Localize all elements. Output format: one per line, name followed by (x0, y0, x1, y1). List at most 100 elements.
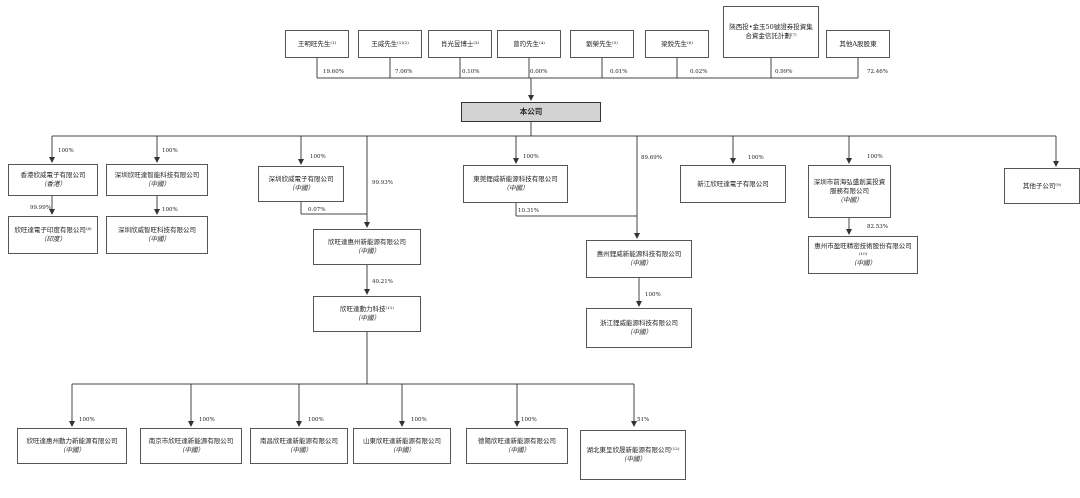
subsidiary-box: 深圳欣威電子有限公司（中國） (258, 166, 344, 202)
shareholder-box: 王威先生⁽¹⁾⁽²⁾ (358, 30, 422, 58)
subsidiary-location: （中國） (850, 259, 876, 268)
subsidiary-location: （印度） (40, 235, 66, 243)
shareholder-name: 肖光昱博士⁽³⁾ (440, 39, 480, 48)
subsidiary-location: （香港） (40, 180, 66, 188)
ownership-pct: 89.69% (641, 155, 662, 161)
shareholding-pct: 19.60% (323, 69, 344, 75)
ownership-pct: 100% (748, 155, 764, 161)
subsidiary-location: （中國） (178, 446, 204, 454)
subsidiary-name: 新江欣旺達電子有限公司 (697, 179, 769, 188)
subsidiary-box: 新江欣旺達電子有限公司 (680, 165, 786, 203)
subsidiary-name: 南昌欣旺達新能源有限公司 (260, 437, 338, 446)
subsidiary-box: 湖北東呈欣晟新能源有限公司⁽¹²⁾（中國） (580, 430, 686, 480)
subsidiary-name: 欣旺達惠州動力新能源有限公司 (26, 437, 118, 446)
subsidiary-box: 深圳欣威智旺科技有限公司（中國） (106, 216, 208, 254)
subsidiary-box: 其他子公司⁽⁹⁾ (1004, 168, 1080, 204)
subsidiary-name: 其他子公司⁽⁹⁾ (1022, 181, 1062, 190)
subsidiary-location: （中國） (626, 259, 652, 267)
subsidiary-name: 深圳市前海弘盛創業投資服務有限公司 (813, 178, 886, 196)
subsidiary-name: 山東欣旺達新能源有限公司 (363, 437, 441, 446)
subsidiary-name: 惠州鋰威新能源科技有限公司 (596, 250, 682, 259)
subsidiary-location: （中國） (502, 184, 529, 192)
subsidiary-box: 南京市欣旺達新能源有限公司（中國） (140, 428, 242, 464)
shareholder-box: 劉榮先生⁽⁵⁾ (570, 30, 634, 58)
subsidiary-location: （中國） (389, 446, 415, 454)
subsidiary-box: 東莞鋰威新能源科技有限公司（中國） (463, 165, 568, 203)
subsidiary-location: （中國） (59, 446, 85, 454)
subsidiary-name: 深圳欣威電子有限公司 (268, 175, 334, 184)
ownership-pct: 100% (411, 417, 427, 423)
subsidiary-name: 深圳欣旺達智能科技有限公司 (114, 171, 200, 180)
shareholder-name: 陝西投•金玉50號證券投資集合資金信託計劃⁽⁷⁾ (729, 23, 813, 40)
subsidiary-name: 惠州市盈旺精密技術股份有限公司⁽¹⁰⁾ (814, 241, 912, 259)
subsidiary-box: 深圳欣旺達智能科技有限公司（中國） (106, 164, 208, 196)
ownership-pct: 40.21% (372, 279, 393, 285)
ownership-pct: 0.07% (308, 207, 326, 213)
subsidiary-box: 欣旺達動力科技⁽¹¹⁾（中國） (313, 296, 421, 332)
ownership-pct: 100% (162, 207, 178, 213)
ownership-pct: 100% (867, 154, 883, 160)
subsidiary-box: 香港欣威電子有限公司（香港） (8, 164, 98, 196)
subsidiary-box: 惠州鋰威新能源科技有限公司（中國） (586, 240, 692, 278)
company-box: 本公司 (461, 102, 601, 122)
ownership-pct: 100% (162, 148, 178, 154)
shareholder-name: 王明旺先生⁽¹⁾ (297, 39, 337, 48)
subsidiary-name: 德陽欣旺達新能源有限公司 (478, 437, 556, 446)
subsidiary-name: 欣旺達動力科技⁽¹¹⁾ (340, 305, 394, 314)
subsidiary-name: 湖北東呈欣晟新能源有限公司⁽¹²⁾ (586, 446, 680, 455)
subsidiary-name: 深圳欣威智旺科技有限公司 (118, 226, 196, 235)
ownership-pct: 99.93% (372, 180, 393, 186)
shareholding-pct: 0.99% (775, 69, 793, 75)
shareholder-box: 王明旺先生⁽¹⁾ (285, 30, 349, 58)
shareholder-box: 陝西投•金玉50號證券投資集合資金信託計劃⁽⁷⁾ (723, 6, 819, 58)
subsidiary-location: （中國） (286, 446, 312, 454)
subsidiary-location: （中國） (626, 328, 652, 336)
ownership-pct: 100% (310, 154, 326, 160)
ownership-pct: 51% (637, 417, 650, 423)
subsidiary-location: （中國） (504, 446, 530, 454)
subsidiary-location: （中國） (354, 247, 380, 255)
shareholder-box: 肖光昱博士⁽³⁾ (428, 30, 492, 58)
ownership-pct: 100% (199, 417, 215, 423)
subsidiary-box: 浙江鋰威能源科技有限公司（中國） (586, 308, 692, 348)
subsidiary-location: （中國） (620, 455, 646, 463)
subsidiary-box: 德陽欣旺達新能源有限公司（中國） (466, 428, 568, 464)
shareholder-name: 梁銳先生⁽⁶⁾ (661, 39, 693, 48)
shareholding-pct: 72.46% (867, 69, 888, 75)
shareholder-box: 曾玓先生⁽⁴⁾ (497, 30, 561, 58)
subsidiary-location: （中國） (354, 314, 380, 322)
subsidiary-name: 東莞鋰威新能源科技有限公司 (473, 175, 558, 184)
shareholder-name: 曾玓先生⁽⁴⁾ (513, 39, 545, 48)
subsidiary-location: （中國） (144, 180, 170, 188)
ownership-pct: 100% (79, 417, 95, 423)
subsidiary-box: 深圳市前海弘盛創業投資服務有限公司（中國） (808, 165, 891, 218)
shareholding-pct: 0.10% (462, 69, 480, 75)
ownership-pct: 100% (523, 154, 539, 160)
subsidiary-location: （中國） (288, 184, 314, 192)
subsidiary-box: 惠州市盈旺精密技術股份有限公司⁽¹⁰⁾（中國） (808, 236, 918, 274)
shareholding-pct: 0.02% (690, 69, 708, 75)
shareholder-name: 王威先生⁽¹⁾⁽²⁾ (371, 39, 409, 48)
ownership-pct: 100% (58, 148, 74, 154)
subsidiary-box: 南昌欣旺達新能源有限公司（中國） (250, 428, 348, 464)
subsidiary-box: 欣旺達惠州動力新能源有限公司（中國） (17, 428, 127, 464)
ownership-pct: 99.99% (30, 205, 51, 211)
subsidiary-name: 南京市欣旺達新能源有限公司 (148, 437, 234, 446)
shareholder-name: 其他A股股東 (839, 39, 877, 48)
subsidiary-box: 欣旺達惠州新能源有限公司（中國） (313, 229, 421, 265)
subsidiary-name: 浙江鋰威能源科技有限公司 (600, 319, 678, 328)
subsidiary-location: （中國） (836, 195, 863, 204)
shareholder-name: 劉榮先生⁽⁵⁾ (586, 39, 618, 48)
shareholder-box: 其他A股股東 (826, 30, 890, 58)
shareholder-box: 梁銳先生⁽⁶⁾ (645, 30, 709, 58)
ownership-pct: 100% (645, 292, 661, 298)
company-name: 本公司 (519, 106, 543, 116)
subsidiary-name: 欣旺達惠州新能源有限公司 (328, 238, 406, 247)
shareholding-pct: 7.06% (395, 69, 413, 75)
ownership-pct: 100% (521, 417, 537, 423)
ownership-pct: 10.31% (518, 208, 539, 214)
subsidiary-box: 欣旺達電子印度有限公司⁽⁸⁾（印度） (8, 216, 98, 254)
subsidiary-location: （中國） (144, 235, 170, 243)
subsidiary-name: 欣旺達電子印度有限公司⁽⁸⁾ (14, 226, 92, 235)
